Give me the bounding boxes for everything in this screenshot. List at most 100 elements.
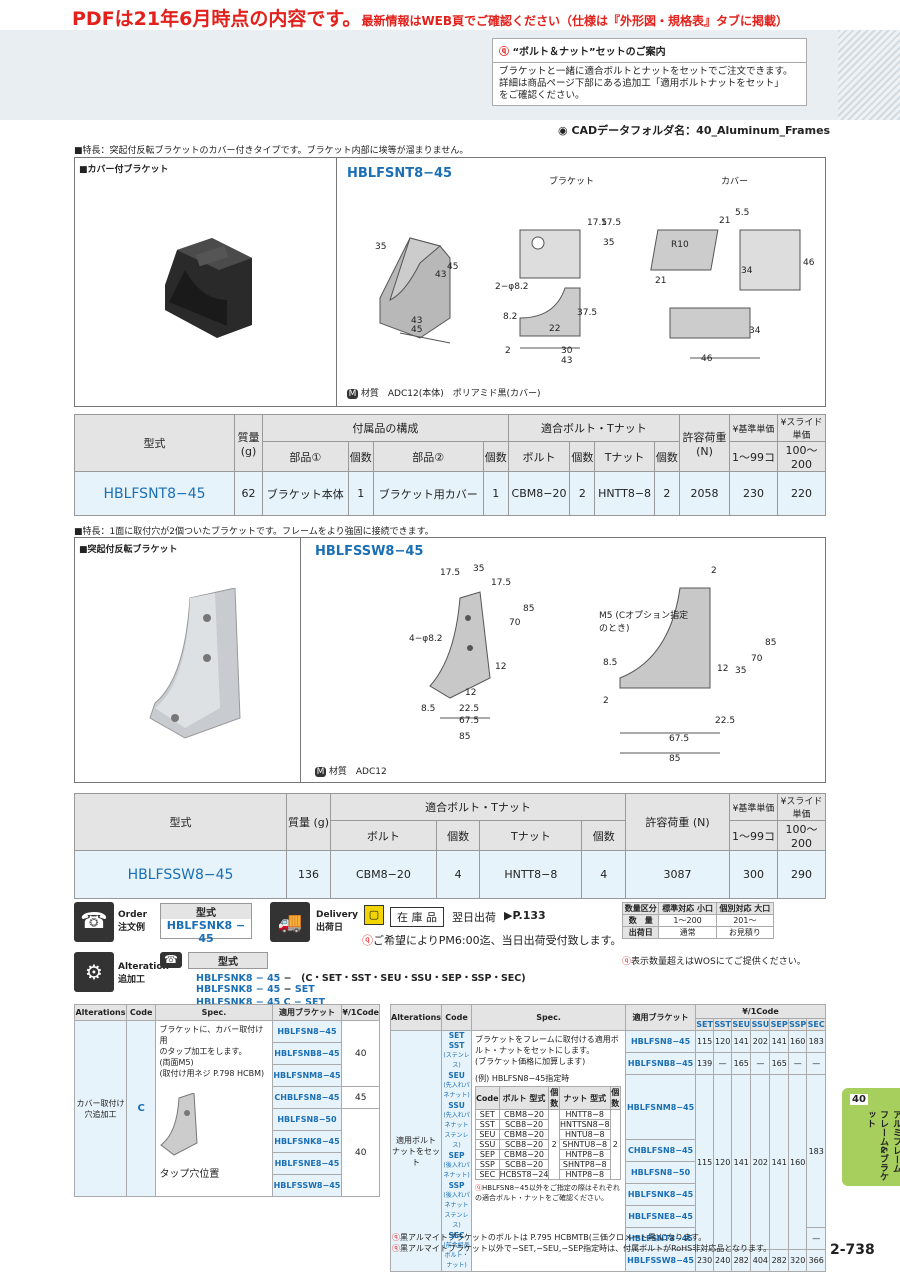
spec-table-1: 型式 質量 (g) 付属品の構成 適合ボルト・Tナット 許容荷重 (N) ¥基準… (74, 414, 826, 516)
alt-bracket: HBLFSNB8−45 (625, 1052, 697, 1075)
alt-code: SEP (448, 1151, 465, 1160)
phone-icon: ☎ (74, 902, 114, 942)
sub-cell: SCB8−20 (498, 1139, 550, 1150)
alt-spec-line: のタップ加工をします。 (159, 1047, 247, 1056)
col-header: 適合ボルト・Tナット (330, 793, 626, 821)
table-cell: 2058 (679, 471, 730, 516)
material-icon: M (347, 389, 358, 399)
dimension-label: 37.5 (577, 308, 598, 318)
col-header: 個数 (653, 441, 681, 472)
stock-box-icon: ▢ (364, 905, 384, 925)
price-cell: 320 (787, 1249, 808, 1272)
alt-header: Spec. (155, 1004, 273, 1021)
alt-spec-line: ルト・ナットをセットにします。 (475, 1046, 595, 1055)
alt-example-2: HBLFSNK8 − 45 − SET (196, 984, 315, 995)
table-row: HBLFSSW8−45 136 CBM8−20 4 HNTT8−8 4 3087… (74, 850, 826, 899)
table-cell: 2 (653, 471, 681, 516)
side-tab[interactable]: 40 アルミフレーム フレーム&ブラケット (842, 1088, 900, 1186)
alt-name: カバー取付け 穴追加工 (74, 1020, 127, 1197)
sub-cell: 2 (548, 1109, 560, 1180)
footer-note: ⓠ黒アルマイトブラケット以外で−SET,−SEU,−SEP指定時は、付属ボルトが… (392, 1244, 772, 1253)
dimension-label: 2 (603, 696, 609, 706)
dimension-label: 2 (711, 566, 717, 576)
price-cell: — (806, 1052, 826, 1075)
alt-example: (例) HBLFSN8−45指定時 (475, 1074, 570, 1083)
dimension-label: 8.5 (421, 704, 436, 714)
alt-code-sub: (後入れパネナット ステンレス) (443, 1192, 470, 1229)
sub-cell: CBM8−20 (498, 1149, 550, 1160)
col-header: 付属品の構成 (262, 414, 509, 442)
col-header: 適合ボルト・Tナット (507, 414, 681, 442)
table-cell: CBM8−20 (507, 471, 571, 516)
model-title: HBLFSNT8−45 (347, 166, 453, 181)
arrow-icon: ▶ (504, 909, 513, 922)
col-header: ¥基準単価 (729, 793, 778, 821)
alt-code: C (125, 1020, 157, 1197)
sub-cell: SEP (475, 1149, 500, 1160)
alt-example-3: HBLFSNK8 − 45 C − SET (196, 997, 325, 1008)
alt-header: Alterations (74, 1004, 127, 1021)
sub-header: Code (475, 1086, 500, 1110)
dimension-label: 35 (473, 564, 485, 574)
dimension-label: 2 (505, 346, 511, 356)
dimension-label: 43 (435, 270, 447, 280)
price-cell: 115 (695, 1074, 715, 1250)
dimension-label: 34 (749, 326, 761, 336)
notice-icon: ⓠ (392, 1233, 400, 1242)
dimension-label: 85 (459, 732, 471, 742)
price-cell: 160 (787, 1074, 808, 1250)
side-tab-number: 40 (850, 1094, 868, 1105)
qty-header: 個別対応 大口 (715, 902, 775, 915)
alt-bracket: HBLFSSW8−45 (271, 1174, 343, 1197)
price-cell: — (806, 1227, 826, 1250)
dimension-label: 21 (719, 216, 731, 226)
alteration-label: Alteration 追加工 (118, 962, 169, 985)
qty-cell: 出荷日 (621, 926, 660, 939)
price-cell: — (787, 1052, 808, 1075)
dimension-label: 45 (447, 262, 459, 272)
col-header: ¥スライド単価 (777, 793, 826, 821)
dimension-label: 4−φ8.2 (409, 634, 443, 644)
dimension-label: 30 (561, 346, 573, 356)
alt-spec-line: ブラケットをフレームに取付ける適用ボ (475, 1035, 619, 1044)
alt-bracket: CHBLFSN8−45 (271, 1086, 343, 1109)
panel-label: ■突起付反転ブラケット (79, 545, 178, 555)
alt-header: Spec. (471, 1004, 627, 1031)
price-cell: 141 (731, 1030, 752, 1053)
price-col-header: SSP (787, 1018, 808, 1031)
sub-cell: HNTP8−8 (558, 1149, 611, 1160)
sub-header: ボルト 型式 (498, 1086, 550, 1110)
photo-area: ■突起付反転ブラケット (75, 538, 301, 782)
page-title: PDFは21年6月時点の内容です。最新情報はWEB頁でご確認ください（仕様は『外… (72, 8, 789, 30)
dimension-label: 2−φ8.2 (495, 282, 529, 292)
col-header: 許容荷重 (N) (625, 793, 730, 851)
price-cell: 230 (695, 1249, 715, 1272)
alt-spec-line: (取付け用ネジ P.798 HCBM) (159, 1069, 265, 1078)
page-number: 2-738 (830, 1242, 875, 1258)
sub-header: ナット 型式 (558, 1086, 611, 1110)
table-row: HBLFSNT8−45 62 ブラケット本体 1 ブラケット用カバー 1 CBM… (74, 471, 826, 516)
silver-bracket-photo (149, 588, 241, 739)
col-header: ¥基準単価 (729, 414, 778, 442)
tap-hole-label: タップ穴位置 (159, 1169, 220, 1180)
qty-cell: 201〜 (715, 914, 775, 927)
dimension-label: 35 (735, 666, 747, 676)
sub-cell: SEC (475, 1169, 500, 1180)
alteration-table-left: Alterations Code Spec. 適用ブラケット ¥/1Code カ… (74, 1004, 380, 1197)
dimension-label: 85 (765, 638, 777, 648)
bolt-nut-notice: ⓠ “ボルト＆ナット”セットのご案内 ブラケットと一緒に適合ボルトとナットをセッ… (492, 38, 807, 106)
col-header: 部品① (262, 441, 349, 472)
page-ref: ▶P.133 (504, 909, 546, 922)
table-cell: HNTT8−8 (594, 471, 655, 516)
dimension-label: 8.2 (503, 312, 518, 322)
qty-cell: 1〜200 (658, 914, 717, 927)
sub-cell: SCB8−20 (498, 1119, 550, 1130)
alt-bracket: HBLFSNE8−45 (271, 1152, 343, 1175)
col-header: 個数 (581, 820, 626, 851)
price-cell: 160 (787, 1030, 808, 1053)
alt-code: SET SST (448, 1031, 465, 1050)
sub-cell: HCBST8−24 (498, 1169, 550, 1180)
dimension-label: 22.5 (459, 704, 480, 714)
table-cell: 290 (777, 850, 826, 899)
